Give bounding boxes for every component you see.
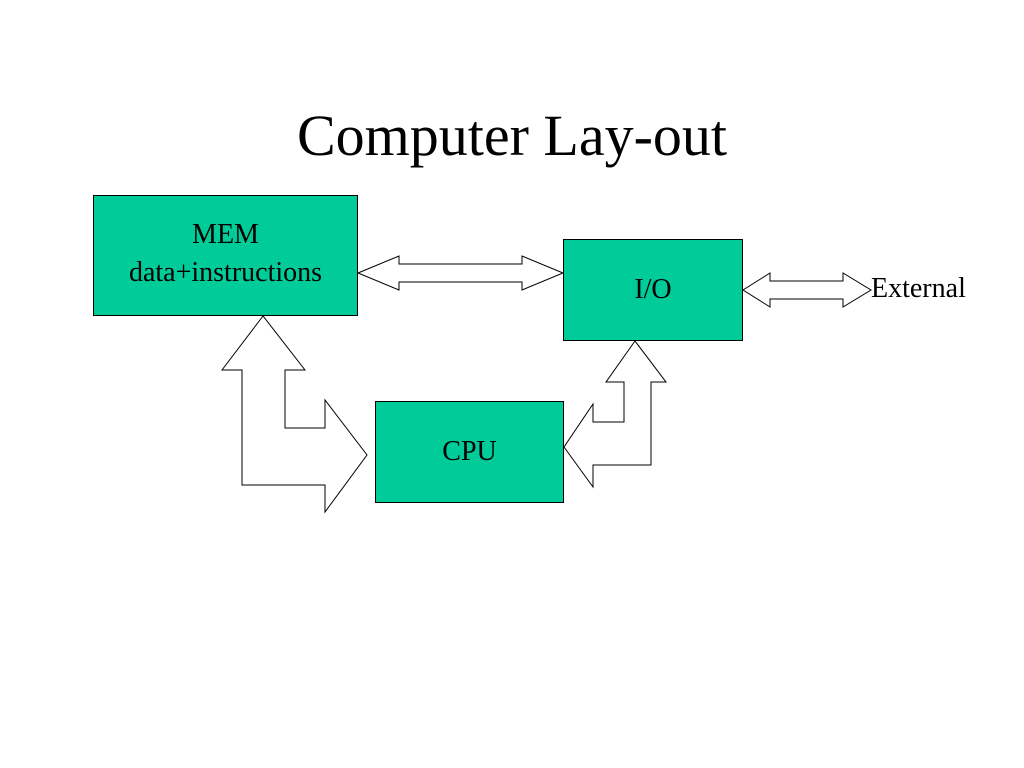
cpu-box: CPU (375, 401, 564, 503)
memory-label: MEM (192, 219, 259, 250)
cpu-io-bent-double-arrow (563, 340, 668, 489)
memory-box: MEM data+instructions (93, 195, 358, 316)
cpu-label: CPU (442, 436, 497, 467)
external-label: External (871, 273, 966, 304)
io-external-double-arrow (742, 272, 872, 308)
io-box: I/O (563, 239, 743, 341)
slide-title: Computer Lay-out (296, 103, 728, 168)
io-label: I/O (634, 274, 672, 305)
mem-cpu-bent-double-arrow (220, 315, 368, 514)
mem-io-double-arrow (356, 255, 565, 291)
memory-sublabel: data+instructions (128, 257, 323, 288)
